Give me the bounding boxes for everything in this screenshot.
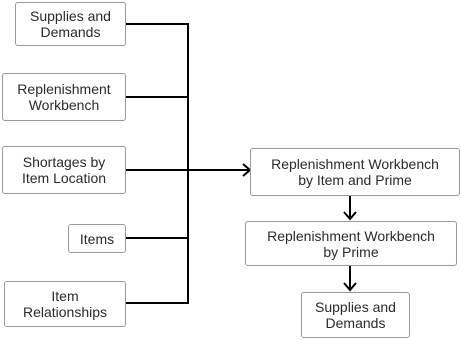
node-label: Replenishment Workbench xyxy=(17,81,111,113)
node-supplies-and-demands-source[interactable]: Supplies and Demands xyxy=(15,2,126,46)
node-label: Items xyxy=(79,230,115,247)
node-label: Supplies and Demands xyxy=(30,8,111,40)
node-label: Replenishment Workbench by Item and Prim… xyxy=(271,156,439,188)
node-items[interactable]: Items xyxy=(68,224,126,253)
node-replenishment-workbench[interactable]: Replenishment Workbench xyxy=(2,73,126,121)
arrowhead-to-prime xyxy=(343,211,357,221)
node-shortages-by-item-location[interactable]: Shortages by Item Location xyxy=(2,146,126,194)
node-replenishment-workbench-by-item-and-prime[interactable]: Replenishment Workbench by Item and Prim… xyxy=(250,148,460,196)
node-label: Supplies and Demands xyxy=(315,299,396,331)
node-label: Shortages by Item Location xyxy=(21,154,107,186)
node-label: Item Relationships xyxy=(22,288,108,320)
node-item-relationships[interactable]: Item Relationships xyxy=(4,281,126,327)
node-replenishment-workbench-by-prime[interactable]: Replenishment Workbench by Prime xyxy=(245,221,457,266)
arrowhead-to-supplies-demands xyxy=(343,282,357,292)
node-label: Replenishment Workbench by Prime xyxy=(267,227,435,260)
node-supplies-and-demands-target[interactable]: Supplies and Demands xyxy=(301,292,410,338)
